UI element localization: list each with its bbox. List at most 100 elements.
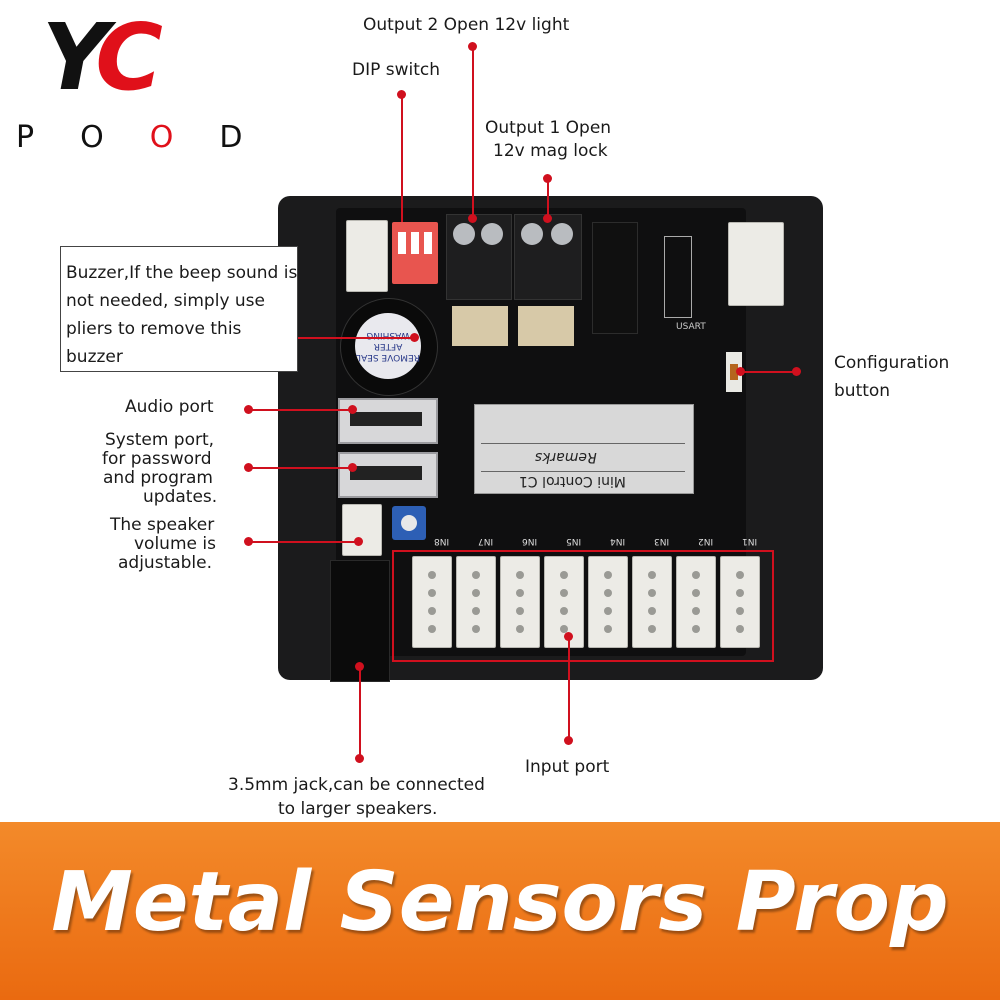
config-end-dot bbox=[792, 367, 801, 376]
usart-header bbox=[664, 236, 692, 318]
input-label: IN1 bbox=[742, 536, 758, 546]
speaker-line3: adjustable. bbox=[118, 553, 213, 573]
connector-pin bbox=[648, 589, 656, 597]
connector-pin bbox=[692, 607, 700, 615]
audio-dot bbox=[244, 405, 253, 414]
connector-pin bbox=[472, 571, 480, 579]
volume-potentiometer[interactable] bbox=[392, 506, 426, 540]
dip-switch bbox=[392, 222, 438, 284]
connector-pin bbox=[736, 607, 744, 615]
input-connector[interactable] bbox=[544, 556, 584, 648]
remarks-label: Remarks Mini Control C1 bbox=[474, 404, 694, 494]
output2-label: Output 2 Open 12v light bbox=[363, 15, 570, 35]
banner-title: Metal Sensors Prop bbox=[51, 855, 949, 950]
buzzer-line bbox=[296, 337, 414, 339]
connector-pin bbox=[560, 607, 568, 615]
output2-terminal bbox=[446, 214, 512, 300]
connector-pin bbox=[428, 625, 436, 633]
buzzer-sticker: REMOVE SEAL AFTER WASHING bbox=[355, 313, 421, 379]
audio-port-label: Audio port bbox=[125, 397, 214, 417]
connector-pin bbox=[604, 607, 612, 615]
connector-pin bbox=[736, 625, 744, 633]
model-text: Mini Control C1 bbox=[519, 473, 626, 489]
system-port-line1: System port, bbox=[105, 430, 215, 450]
brand-logo: YC bbox=[42, 8, 163, 108]
connector-pin bbox=[692, 571, 700, 579]
polarity-mark-left bbox=[452, 306, 508, 346]
input-connector[interactable] bbox=[632, 556, 672, 648]
input-connector[interactable] bbox=[500, 556, 540, 648]
polarity-mark-right bbox=[518, 306, 574, 346]
speaker-line2: volume is bbox=[134, 534, 216, 554]
configuration-button[interactable] bbox=[726, 352, 742, 392]
output1-line bbox=[547, 178, 549, 220]
config-dot bbox=[736, 367, 745, 376]
connector-pin bbox=[736, 571, 744, 579]
speaker-line bbox=[248, 541, 358, 543]
config-label-line2: button bbox=[834, 381, 891, 401]
input-label: IN5 bbox=[566, 536, 582, 546]
output2-line bbox=[472, 46, 474, 218]
title-banner bbox=[0, 822, 1000, 1000]
buzzer: REMOVE SEAL AFTER WASHING bbox=[340, 298, 438, 396]
output2-end-dot bbox=[468, 214, 477, 223]
connector-pin bbox=[516, 607, 524, 615]
buzzer-note: Buzzer,If the beep sound is not needed, … bbox=[66, 263, 298, 367]
connector-pin bbox=[428, 607, 436, 615]
buzzer-dot bbox=[410, 333, 419, 342]
input-connector[interactable] bbox=[588, 556, 628, 648]
logo-letter: O bbox=[80, 120, 150, 155]
connector-pin bbox=[692, 625, 700, 633]
connector-pin bbox=[560, 625, 568, 633]
system-dot bbox=[244, 463, 253, 472]
connector-pin bbox=[560, 571, 568, 579]
input-connector[interactable] bbox=[456, 556, 496, 648]
input-connector[interactable] bbox=[720, 556, 760, 648]
audio-end-dot bbox=[348, 405, 357, 414]
connector-pin bbox=[736, 589, 744, 597]
config-line bbox=[740, 371, 796, 373]
connector-pin bbox=[472, 625, 480, 633]
system-port-line2: for password bbox=[102, 449, 212, 469]
system-line bbox=[248, 467, 352, 469]
system-usb-port[interactable] bbox=[338, 452, 438, 498]
input-line bbox=[568, 636, 570, 740]
dip-switch-label: DIP switch bbox=[352, 60, 441, 80]
connector-pin bbox=[648, 625, 656, 633]
logo-letter: D bbox=[219, 120, 289, 155]
logo-c: C bbox=[95, 4, 162, 111]
input-label: IN3 bbox=[654, 536, 670, 546]
output1-end-dot bbox=[543, 214, 552, 223]
connector-pin bbox=[604, 589, 612, 597]
audio-usb-port[interactable] bbox=[338, 398, 438, 444]
output1-dot bbox=[543, 174, 552, 183]
input-dot bbox=[564, 632, 573, 641]
connector-pin bbox=[648, 571, 656, 579]
input-connector[interactable] bbox=[412, 556, 452, 648]
speaker-line1: The speaker bbox=[110, 515, 215, 535]
input-label: IN4 bbox=[610, 536, 626, 546]
top-left-connector bbox=[346, 220, 388, 292]
connector-pin bbox=[428, 571, 436, 579]
input-port-label: Input port bbox=[525, 757, 610, 777]
input-label: IN7 bbox=[478, 536, 494, 546]
jack-end-dot bbox=[355, 754, 364, 763]
logo-letter: O bbox=[149, 120, 220, 155]
speaker-dot bbox=[244, 537, 253, 546]
system-port-line4: updates. bbox=[143, 487, 218, 507]
connector-pin bbox=[516, 571, 524, 579]
dc-jack bbox=[592, 222, 638, 334]
jack-line bbox=[359, 666, 361, 758]
input-label: IN6 bbox=[522, 536, 538, 546]
connector-pin bbox=[692, 589, 700, 597]
input-label: IN8 bbox=[434, 536, 450, 546]
system-end-dot bbox=[348, 463, 357, 472]
logo-letter: P bbox=[16, 120, 81, 155]
input-connector[interactable] bbox=[676, 556, 716, 648]
connector-pin bbox=[428, 589, 436, 597]
audio-jack[interactable] bbox=[330, 560, 390, 682]
connector-pin bbox=[604, 571, 612, 579]
connector-pin bbox=[516, 625, 524, 633]
dip-dot bbox=[397, 90, 406, 99]
jack-label-line2: to larger speakers. bbox=[278, 799, 438, 819]
